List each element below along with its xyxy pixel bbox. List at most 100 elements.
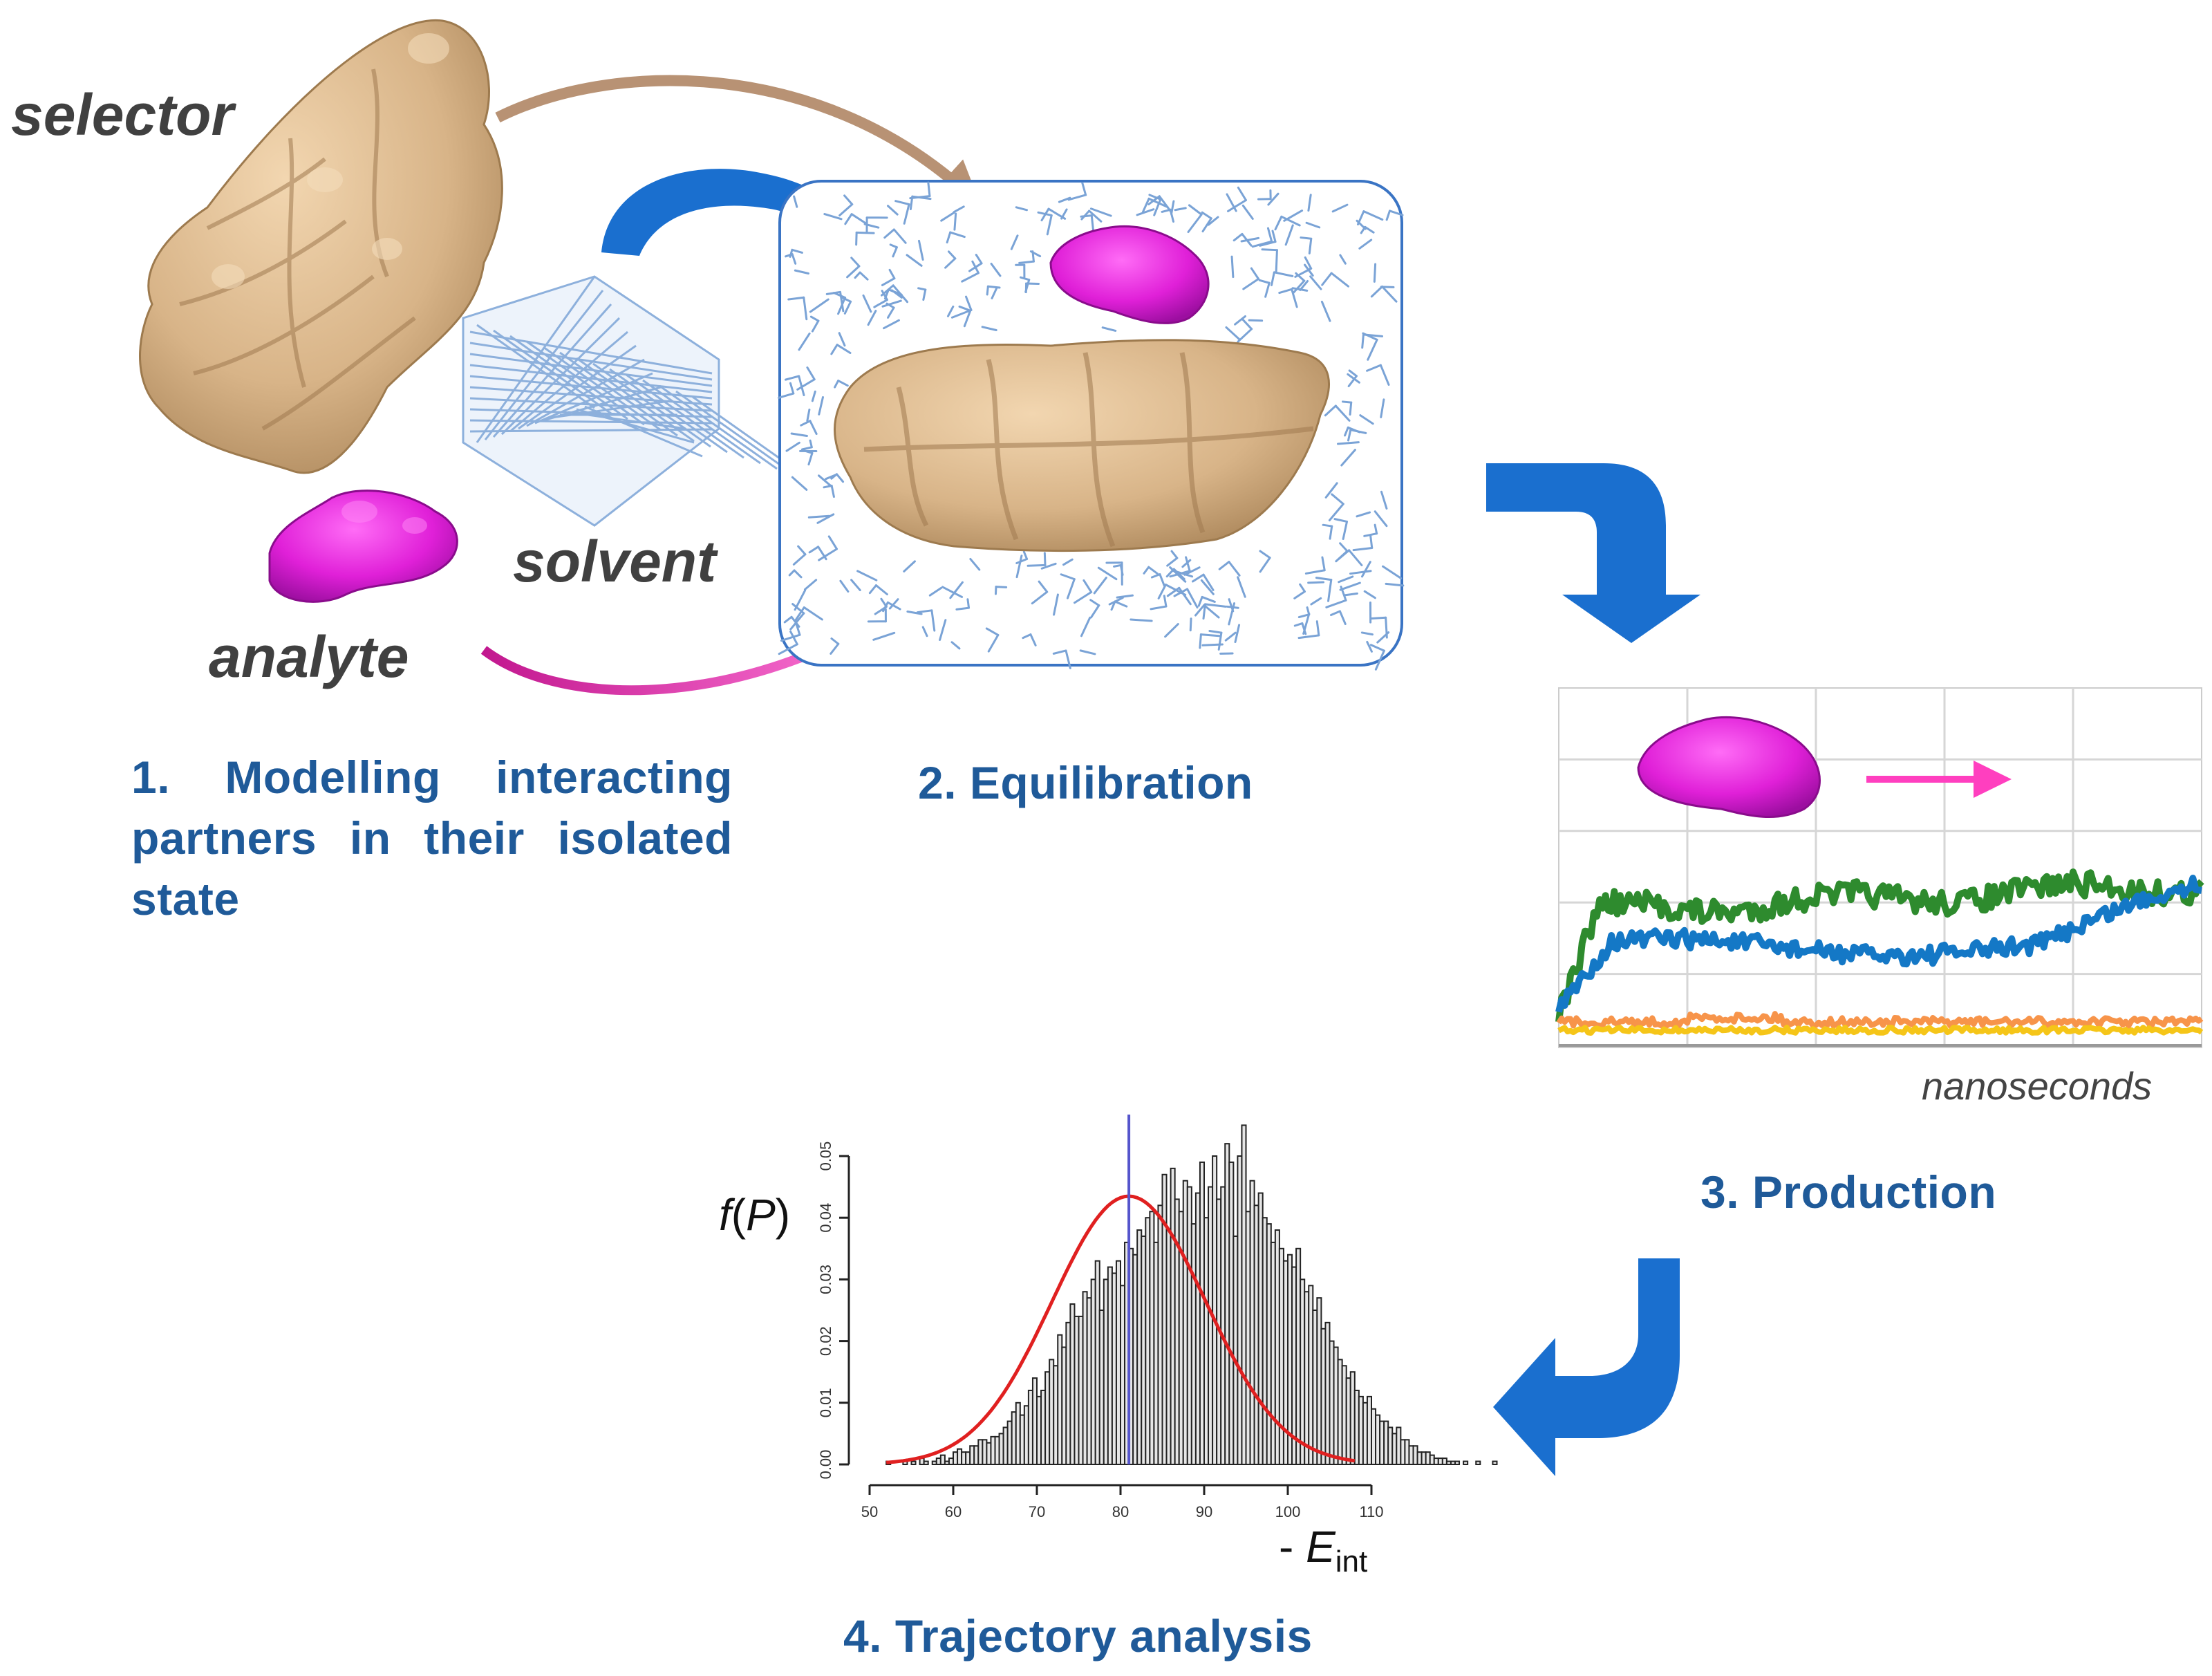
solvent-bond <box>1157 584 1167 599</box>
solvent-bond <box>823 485 833 489</box>
solvent-molecule <box>1297 613 1311 619</box>
x-tick-label: 100 <box>1275 1503 1301 1520</box>
solvent-bond <box>789 248 794 258</box>
solvent-molecule <box>1304 263 1314 277</box>
solvent-molecule <box>846 265 861 279</box>
solvent-bond <box>1201 211 1212 220</box>
solvent-bond <box>1052 649 1067 655</box>
solvent-bond <box>843 194 854 206</box>
solvent-bond <box>1031 250 1035 263</box>
solvent-molecule <box>807 451 814 466</box>
solvent-molecule <box>800 446 813 451</box>
solvent-bond <box>1270 271 1275 286</box>
solvent-molecule <box>780 633 801 642</box>
solvent-molecule <box>1217 631 1223 651</box>
solvent-molecule <box>1046 214 1053 236</box>
y-tick-label: 0.00 <box>817 1450 834 1480</box>
solvent-molecule <box>886 601 901 611</box>
production-x-label: nanoseconds <box>1922 1064 2153 1108</box>
solvent-molecule <box>1159 573 1165 587</box>
solvent-bond <box>1339 542 1349 552</box>
solvent-molecule <box>778 392 795 399</box>
solvent-molecule <box>791 248 803 254</box>
x-tick-label: 80 <box>1112 1503 1129 1520</box>
solvent-molecule <box>1349 401 1353 416</box>
solvent-molecule <box>1062 558 1074 566</box>
solvent-molecule <box>909 195 931 200</box>
solvent-bond <box>966 598 971 609</box>
solvent-molecule <box>1228 602 1236 626</box>
solvent-bond <box>1271 230 1277 243</box>
solvent-molecule <box>809 420 818 436</box>
solvent-molecule <box>1015 206 1029 212</box>
solvent-bond <box>855 231 858 246</box>
y-tick-label: 0.02 <box>817 1326 834 1356</box>
solvent-molecule <box>1040 562 1057 570</box>
solvent-molecule <box>1374 649 1385 671</box>
solvent-molecule <box>791 476 808 491</box>
solvent-bond <box>1022 550 1029 560</box>
solvent-molecule <box>838 332 846 347</box>
solvent-molecule <box>1327 579 1333 602</box>
solvent-molecule <box>1225 326 1241 341</box>
solvent-bond <box>825 290 842 295</box>
solvent-molecule <box>1310 597 1322 606</box>
solvent-molecule <box>1240 236 1260 243</box>
solvent-molecule <box>1349 570 1372 575</box>
histogram-y-label: f(P) <box>719 1190 791 1240</box>
solvent-molecule <box>1307 581 1325 584</box>
solvent-molecule <box>1291 288 1298 308</box>
selector-molecule <box>139 19 503 474</box>
solvent-molecule <box>1373 263 1377 283</box>
solvent-molecule <box>1342 520 1349 541</box>
solvent-molecule <box>949 581 964 599</box>
solvent-bond <box>880 597 888 608</box>
solvent-molecule <box>1079 649 1096 655</box>
solvent-molecule <box>1189 617 1192 632</box>
solvent-molecule <box>939 619 947 641</box>
solvent-molecule <box>888 598 899 610</box>
solvent-molecule <box>917 239 924 261</box>
solvent-molecule <box>990 262 1002 277</box>
solvent-bond <box>1218 561 1230 570</box>
solvent-molecule <box>968 262 983 272</box>
solvent-molecule <box>1031 590 1049 605</box>
solvent-molecule <box>1349 429 1367 434</box>
solvent-molecule <box>1119 564 1124 576</box>
solvent-bond <box>1278 288 1293 295</box>
solvent-bond <box>797 545 807 556</box>
solvent-molecule <box>1320 300 1331 322</box>
solvent-molecule <box>1053 593 1059 616</box>
step1-title: 1. Modelling interacting partners in the… <box>131 752 733 924</box>
solvent-molecule <box>798 375 805 396</box>
solvent-bond <box>883 228 895 239</box>
solvent-molecule <box>1347 375 1358 388</box>
solvent-molecule <box>1259 557 1271 573</box>
solvent-molecule <box>1307 194 1312 212</box>
solvent-molecule <box>1385 616 1388 639</box>
solvent-molecule <box>1275 249 1278 272</box>
solvent-bond <box>1241 318 1253 330</box>
solvent-bond <box>1199 633 1202 649</box>
solvent-bond <box>975 254 983 265</box>
solvent-molecule <box>921 626 928 637</box>
solvent-molecule <box>991 287 998 299</box>
solvent-bond <box>1347 429 1352 442</box>
solvent-bond <box>783 615 793 624</box>
solvent-molecule <box>803 296 808 321</box>
solvent-bond <box>789 631 798 646</box>
solvent-bond <box>1080 214 1093 218</box>
solvent-molecule <box>1101 326 1117 332</box>
solvent-bond <box>894 200 910 206</box>
solvent-molecule <box>1267 192 1280 206</box>
solvent-molecule <box>1066 578 1076 599</box>
solvent-bond <box>1366 364 1382 372</box>
solvent-molecule <box>809 298 830 313</box>
solvent-molecule <box>1228 561 1241 577</box>
solvent-bond <box>809 439 813 449</box>
solvent-molecule <box>906 610 923 615</box>
solvent-molecule <box>1090 214 1095 232</box>
solvent-molecule <box>1299 280 1309 291</box>
solvent-bond <box>1274 215 1283 231</box>
